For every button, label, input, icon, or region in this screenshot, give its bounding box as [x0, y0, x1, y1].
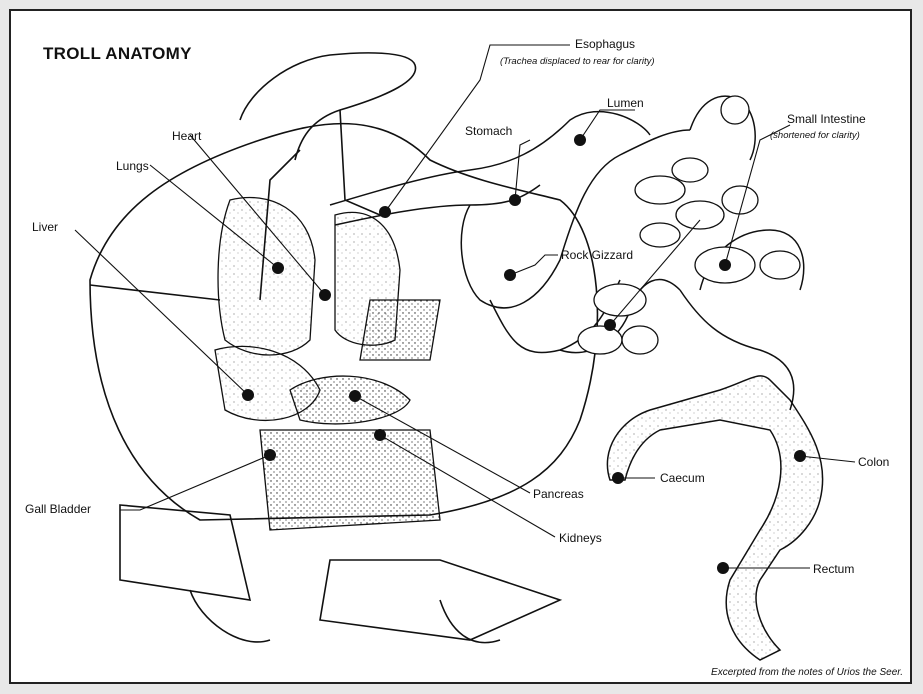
label-gall-bladder: Gall Bladder — [25, 502, 91, 516]
label-esophagus: Esophagus — [575, 37, 635, 51]
label-liver: Liver — [32, 220, 58, 234]
large-intestine — [607, 376, 822, 660]
label-pancreas: Pancreas — [533, 487, 584, 501]
organ-masses — [215, 198, 440, 531]
label-stomach: Stomach — [465, 124, 512, 138]
diagram-title: TROLL ANATOMY — [43, 44, 192, 64]
label-colon: Colon — [858, 455, 889, 469]
note-esophagus: (Trachea displaced to rear for clarity) — [500, 56, 655, 67]
label-kidneys: Kidneys — [559, 531, 602, 545]
note-small-intestine: (shortened for clarity) — [770, 130, 860, 141]
label-caecum: Caecum — [660, 471, 705, 485]
small-intestine-coils — [578, 96, 800, 354]
label-rock-gizzard: Rock Gizzard — [561, 248, 633, 262]
source-caption: Excerpted from the notes of Urios the Se… — [711, 667, 903, 678]
label-lungs: Lungs — [116, 159, 149, 173]
label-heart: Heart — [172, 129, 201, 143]
label-lumen: Lumen — [607, 96, 644, 110]
torso-outline — [90, 53, 597, 643]
label-rectum: Rectum — [813, 562, 854, 576]
label-small-intestine: Small Intestine — [787, 112, 866, 126]
